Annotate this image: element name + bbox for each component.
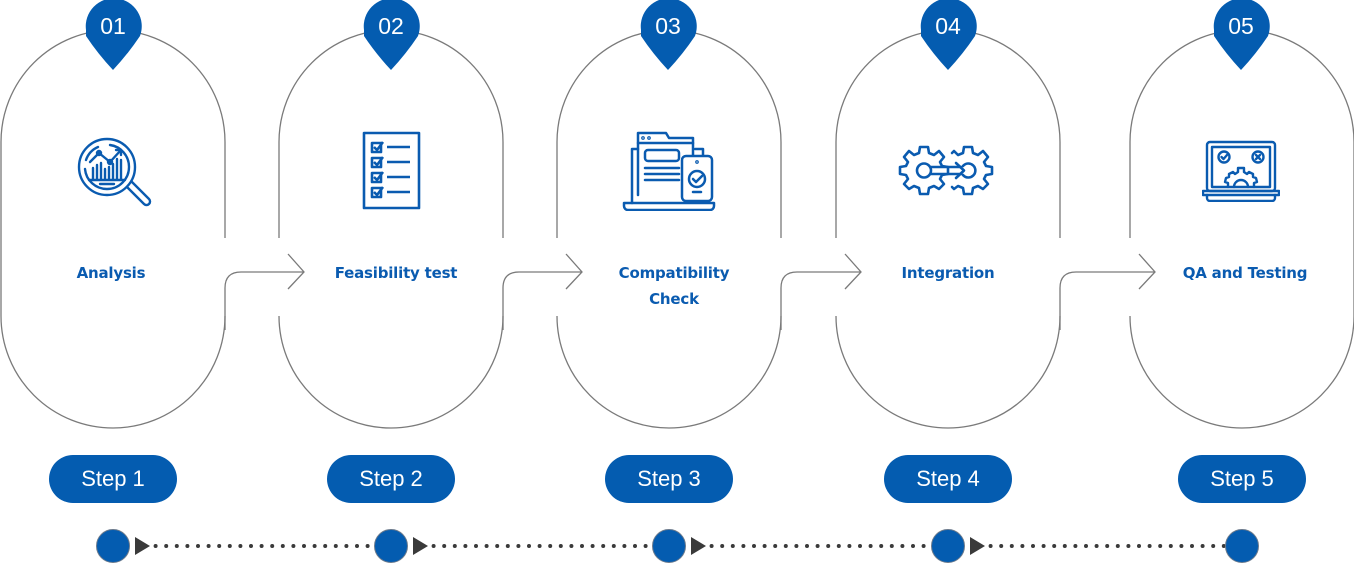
timeline-arrow-3 [691, 537, 706, 555]
step-number-1: 01 [100, 13, 126, 39]
timeline-node-5 [1225, 529, 1259, 563]
devices-compatibility-icon [622, 131, 716, 211]
timeline-arrow-4 [970, 537, 985, 555]
laptop-qa-testing-icon [1202, 140, 1280, 202]
step-number-5: 05 [1228, 13, 1254, 39]
step-number-2: 02 [378, 13, 404, 39]
timeline-node-4 [931, 529, 965, 563]
step-outline-5 [1129, 29, 1354, 429]
step-title-4: Integration [901, 264, 995, 282]
step-pill-3[interactable]: Step 3 [605, 455, 733, 503]
step-number-pin-1: 01 [84, 0, 142, 58]
step-number-pin-2: 02 [362, 0, 420, 58]
step-title-2: Feasibility test [334, 264, 458, 282]
timeline-node-3 [652, 529, 686, 563]
pin-marker-2 [363, 0, 420, 70]
timeline-node-2 [374, 529, 408, 563]
step-pill-4[interactable]: Step 4 [884, 455, 1012, 503]
step-title-3: Compatibility Check [574, 260, 774, 312]
step-number-pin-4: 04 [919, 0, 977, 58]
pin-marker-3 [640, 0, 697, 70]
connector-arrow-2 [502, 253, 583, 330]
pin-marker-4 [920, 0, 977, 70]
timeline-arrow-2 [413, 537, 428, 555]
step-pill-1[interactable]: Step 1 [49, 455, 177, 503]
analysis-magnifier-chart-icon [77, 137, 152, 207]
timeline-arrow-1 [135, 537, 150, 555]
step-outline-2 [278, 29, 504, 429]
connector-arrow-1 [224, 253, 305, 330]
step-outline-1 [0, 29, 226, 429]
step-title-3-line-2: Check [649, 290, 699, 308]
checklist-icon [362, 131, 421, 210]
step-outline-4 [835, 29, 1061, 429]
step-title-5: QA and Testing [1182, 264, 1308, 282]
timeline-node-1 [96, 529, 130, 563]
step-pill-5[interactable]: Step 5 [1178, 455, 1306, 503]
gears-integration-icon [898, 145, 994, 196]
step-pill-2[interactable]: Step 2 [327, 455, 455, 503]
step-number-pin-3: 03 [639, 0, 697, 58]
connector-arrow-3 [780, 253, 862, 330]
step-title-3-line-1: Compatibility [618, 264, 730, 282]
pin-marker-1 [85, 0, 142, 70]
pin-marker-5 [1213, 0, 1270, 70]
step-number-pin-5: 05 [1212, 0, 1270, 58]
step-number-4: 04 [935, 13, 961, 39]
connector-arrow-4 [1059, 253, 1156, 330]
step-outline-3 [556, 29, 782, 429]
step-title-1: Analysis [76, 264, 146, 282]
step-number-3: 03 [655, 13, 681, 39]
